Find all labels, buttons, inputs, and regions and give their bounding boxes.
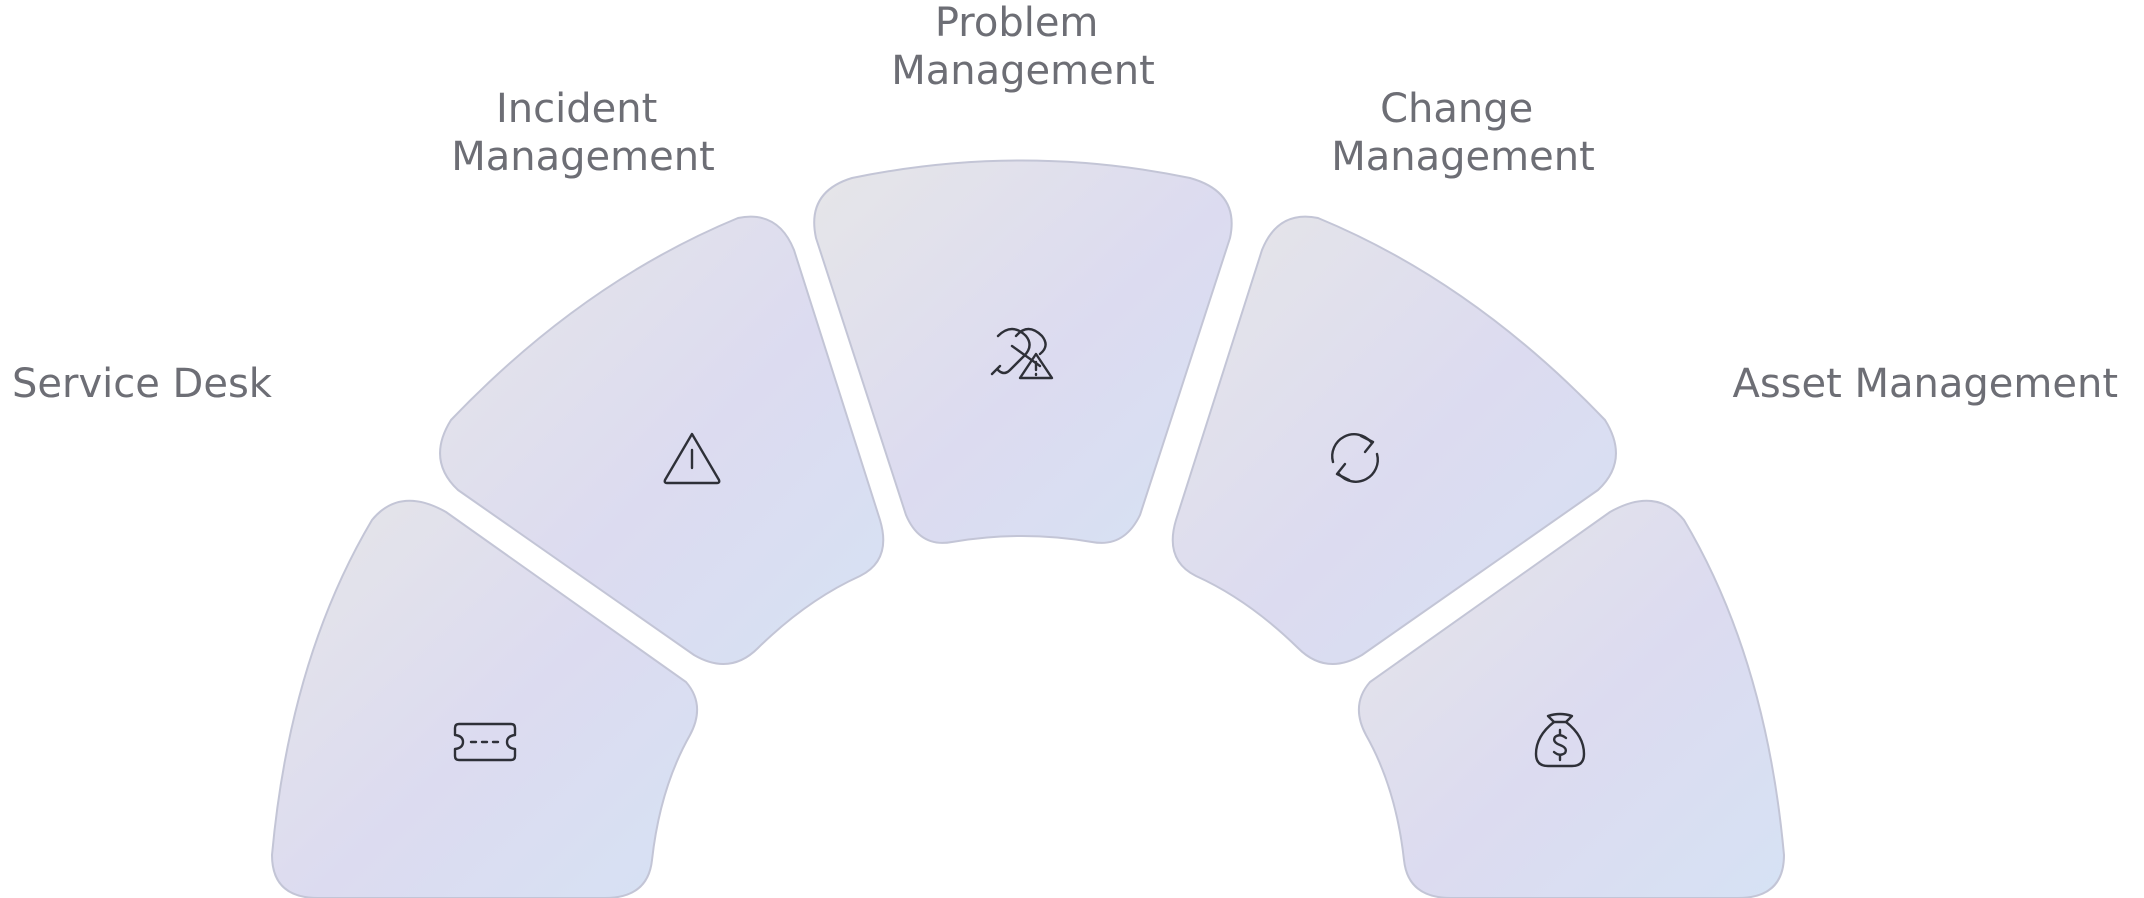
segment-change-management-shape bbox=[1171, 215, 1617, 665]
segment-incident-management-label-line-1: Incident bbox=[496, 86, 657, 132]
segment-problem-management-shape bbox=[813, 159, 1233, 544]
segment-service-desk-label-line-1: Service Desk bbox=[12, 361, 273, 407]
segment-service-desk-shape bbox=[270, 499, 698, 898]
warning-triangle-icon bbox=[663, 432, 721, 485]
segment-asset-management-label: Asset Management bbox=[1732, 361, 2118, 407]
segment-service-desk[interactable]: Service Desk bbox=[12, 361, 698, 898]
broken-link-warning-icon bbox=[990, 327, 1054, 380]
segment-asset-management-label-line-1: Asset Management bbox=[1732, 361, 2118, 407]
segment-incident-management-shape bbox=[439, 215, 885, 665]
segment-change-management[interactable]: Change Management bbox=[1171, 86, 1617, 665]
segment-problem-management-label-line-2: Management bbox=[891, 48, 1155, 94]
money-bag-icon bbox=[1534, 712, 1586, 768]
segment-asset-management-shape bbox=[1358, 499, 1786, 898]
segment-problem-management-label: Problem Management bbox=[891, 0, 1155, 94]
segment-incident-management-label-line-2: Management bbox=[451, 134, 715, 180]
segment-change-management-label-line-2: Management bbox=[1331, 134, 1595, 180]
ticket-icon bbox=[453, 722, 517, 762]
segment-problem-management[interactable]: Problem Management bbox=[813, 0, 1233, 544]
refresh-icon bbox=[1331, 433, 1379, 483]
segment-change-management-label: Change Management bbox=[1331, 86, 1595, 180]
segment-incident-management-label: Incident Management bbox=[451, 86, 715, 180]
segment-service-desk-label: Service Desk bbox=[12, 361, 273, 407]
segment-change-management-label-line-1: Change bbox=[1380, 86, 1533, 132]
segment-incident-management[interactable]: Incident Management bbox=[439, 86, 885, 665]
segment-problem-management-label-line-1: Problem bbox=[935, 0, 1099, 46]
segment-asset-management[interactable]: Asset Management bbox=[1358, 361, 2118, 898]
